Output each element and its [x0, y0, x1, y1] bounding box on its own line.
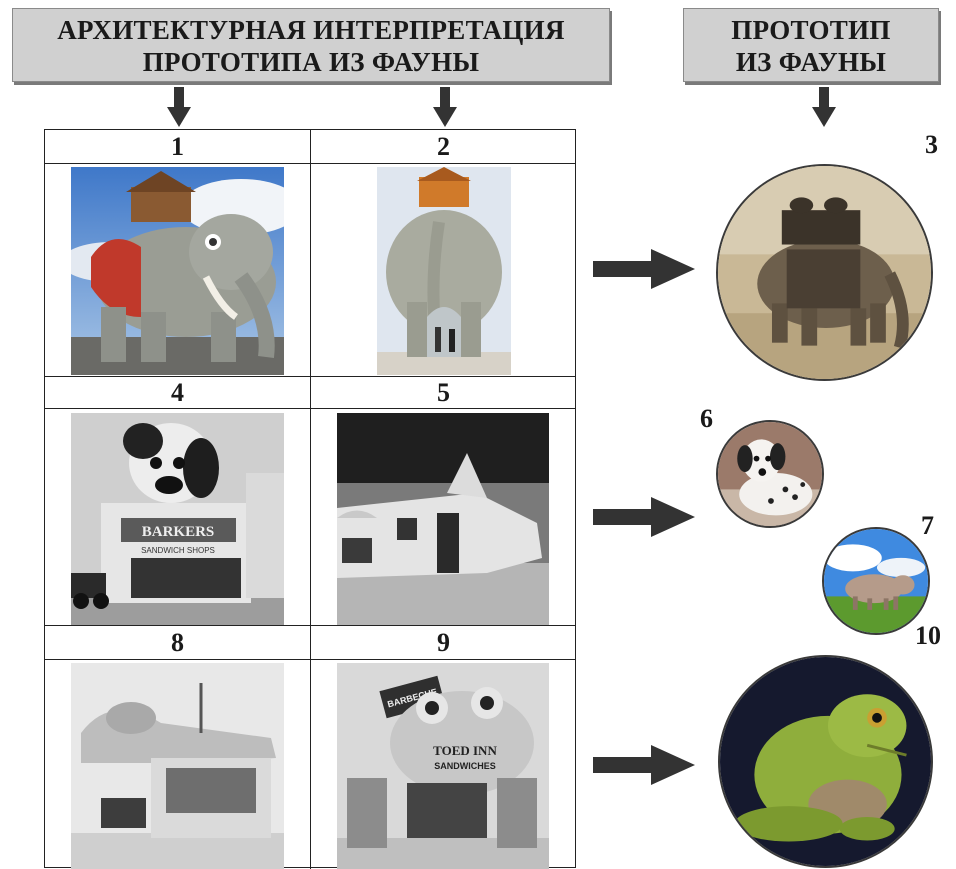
- photo-circle-frog: [718, 655, 933, 868]
- sandwiches-sign-text: SANDWICHES: [434, 761, 496, 771]
- right-arrow-icon: [593, 497, 695, 537]
- barkers-sign-text: BARKERS: [142, 524, 215, 540]
- cell-number-2: 2: [311, 130, 576, 164]
- cell-number-5: 5: [311, 377, 576, 409]
- comparison-grid: 1 2 4 5 8 9: [44, 129, 576, 869]
- down-arrow-icon: [167, 87, 191, 127]
- label-10: 10: [915, 621, 941, 650]
- photo-circle-elephant: [716, 164, 933, 381]
- label-3: 3: [925, 130, 938, 159]
- down-arrow-icon: [812, 87, 836, 127]
- cell-number-4: 4: [45, 377, 310, 409]
- header-left-line1: АРХИТЕКТУРНАЯ ИНТЕРПРЕТАЦИЯ: [57, 15, 565, 45]
- right-arrow-icon: [593, 249, 695, 289]
- cell-number-8: 8: [45, 626, 310, 660]
- photo-elephant-building-front: [377, 167, 511, 375]
- header-architectural-interpretation: АРХИТЕКТУРНАЯ ИНТЕРПРЕТАЦИЯ ПРОТОТИПА ИЗ…: [12, 8, 610, 82]
- photo-barkers-dog-shop: BARKERS SANDWICH SHOPS: [71, 413, 284, 625]
- cell-number-9: 9: [311, 626, 576, 660]
- photo-elephant-building-side: [71, 167, 284, 375]
- photo-pig-building: [337, 413, 549, 625]
- label-7: 7: [921, 511, 934, 540]
- header-right-line2: ИЗ ФАУНЫ: [735, 47, 887, 77]
- sandwich-shops-sign-text: SANDWICH SHOPS: [141, 546, 215, 555]
- photo-frog-building: [71, 663, 284, 869]
- cell-number-1: 1: [45, 130, 310, 164]
- photo-circle-dalmatian: [716, 420, 824, 528]
- label-6: 6: [700, 404, 713, 433]
- photo-circle-pig: [822, 527, 930, 635]
- header-right-line1: ПРОТОТИП: [731, 15, 891, 45]
- header-left-line2: ПРОТОТИПА ИЗ ФАУНЫ: [142, 47, 480, 77]
- toed-inn-sign-text: TOED INN: [433, 743, 497, 758]
- header-fauna-prototype: ПРОТОТИП ИЗ ФАУНЫ: [683, 8, 939, 82]
- photo-toed-inn-frog-building: BARBECUE TOED INN SANDWICHES: [337, 663, 549, 869]
- down-arrow-icon: [433, 87, 457, 127]
- right-arrow-icon: [593, 745, 695, 785]
